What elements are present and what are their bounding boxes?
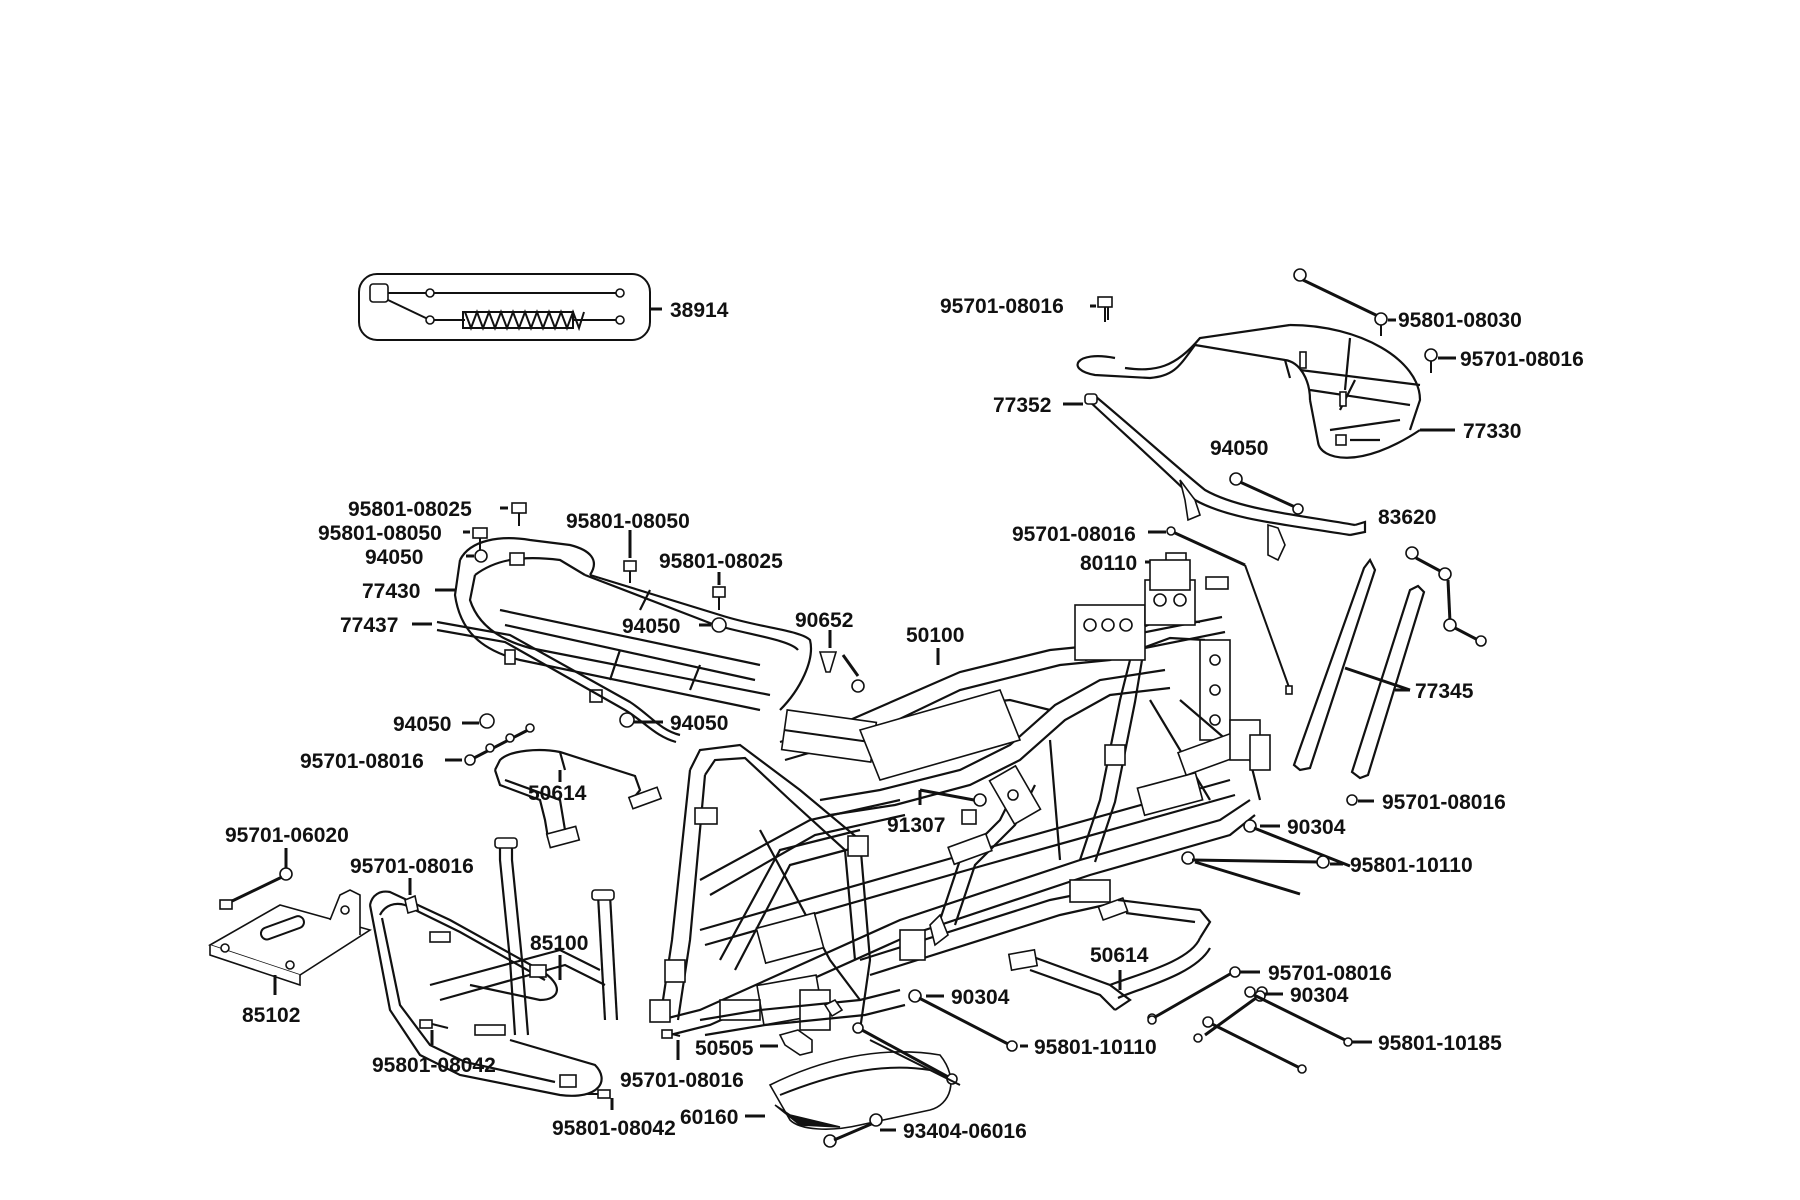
label-95701-08016-b: 95701-08016	[1460, 348, 1584, 371]
label-50614-b: 50614	[1090, 944, 1149, 967]
label-95801-10110-b: 95801-10110	[1034, 1036, 1157, 1059]
grommet-91307	[918, 788, 987, 807]
rear-bolt-94050	[1229, 472, 1304, 515]
part-50505	[778, 998, 844, 1056]
label-38914: 38914	[670, 299, 729, 322]
label-95801-08030: 95801-08030	[1398, 309, 1522, 332]
rear-support-77352	[1084, 393, 1367, 562]
guard-60160	[768, 1051, 952, 1130]
label-95801-08042-b: 95801-08042	[552, 1117, 676, 1140]
label-50100: 50100	[906, 624, 964, 647]
label-95701-08016-d: 95701-08016	[300, 750, 424, 773]
rear-stay-95701-08016	[1166, 526, 1293, 695]
label-85102: 85102	[242, 1004, 300, 1027]
label-50505: 50505	[695, 1037, 754, 1060]
screws-93404-06016	[823, 1113, 883, 1148]
label-93404-06016: 93404-06016	[903, 1120, 1027, 1143]
right-lower-bolts	[1147, 966, 1353, 1074]
label-77330: 77330	[1463, 420, 1521, 443]
footrest-50614-upper	[493, 748, 663, 849]
label-80110: 80110	[1080, 552, 1137, 575]
label-95801-08025-b: 95801-08025	[659, 550, 783, 573]
bolt-95701-06020	[219, 867, 293, 910]
label-95701-06020: 95701-06020	[225, 824, 349, 847]
label-50614-a: 50614	[528, 782, 587, 805]
rack-bolts	[1097, 268, 1438, 446]
label-90304-b: 90304	[951, 986, 1010, 1009]
label-94050-b: 94050	[365, 546, 423, 569]
label-95801-08042-a: 95801-08042	[372, 1054, 496, 1077]
label-95701-08016-e: 95701-08016	[1382, 791, 1506, 814]
main-frame-50100	[649, 559, 1271, 1037]
front-rack-bolts	[472, 502, 727, 729]
rear-struts-77345	[1292, 557, 1426, 780]
support-bar-77437	[436, 620, 681, 744]
bolt-95801-08042-b	[586, 1089, 611, 1099]
bolt-95801-08042-a	[419, 1019, 449, 1029]
label-94050-c: 94050	[622, 615, 680, 638]
label-91307: 91307	[887, 814, 945, 837]
label-95801-08050-a: 95801-08050	[318, 522, 442, 545]
label-95801-08025-a: 95801-08025	[348, 498, 472, 521]
plate-85102	[208, 889, 372, 987]
label-94050-d: 94050	[393, 713, 451, 736]
bolt-95701-08016-f	[404, 894, 419, 915]
label-95701-08016-c: 95701-08016	[1012, 523, 1136, 546]
label-95801-10185: 95801-10185	[1378, 1032, 1502, 1055]
label-94050-a: 94050	[1210, 437, 1268, 460]
label-95701-08016-g: 95701-08016	[1268, 962, 1392, 985]
label-95801-08050-b: 95801-08050	[566, 510, 690, 533]
bolt-95701-08016-e	[1346, 794, 1358, 806]
label-77345: 77345	[1415, 680, 1474, 703]
label-77352: 77352	[993, 394, 1051, 417]
part-80110	[1165, 552, 1229, 590]
label-90304-c: 90304	[1290, 984, 1349, 1007]
front-bar-bolts	[464, 723, 535, 766]
label-95701-08016-f: 95701-08016	[350, 855, 474, 878]
label-77430: 77430	[362, 580, 420, 603]
label-90304-a: 90304	[1287, 816, 1346, 839]
label-85100: 85100	[530, 932, 588, 955]
label-90652: 90652	[795, 609, 853, 632]
linkage-83620	[1405, 546, 1487, 647]
right-bolts-upper	[1181, 819, 1351, 896]
front-bumper-85100	[368, 837, 619, 1097]
label-95701-08016-h: 95701-08016	[620, 1069, 744, 1092]
label-94050-e: 94050	[670, 712, 728, 735]
label-95701-08016-a: 95701-08016	[940, 295, 1064, 318]
label-83620: 83620	[1378, 506, 1436, 529]
bolt-95701-08016-h	[661, 1029, 681, 1039]
label-95801-10110-a: 95801-10110	[1350, 854, 1473, 877]
rivet-90652	[818, 651, 865, 693]
part-38914-inset	[358, 273, 651, 341]
label-77437: 77437	[340, 614, 398, 637]
lower-bolts-90304-10110	[852, 989, 1018, 1086]
rear-rack-77330	[1076, 323, 1422, 459]
label-60160: 60160	[680, 1106, 738, 1129]
